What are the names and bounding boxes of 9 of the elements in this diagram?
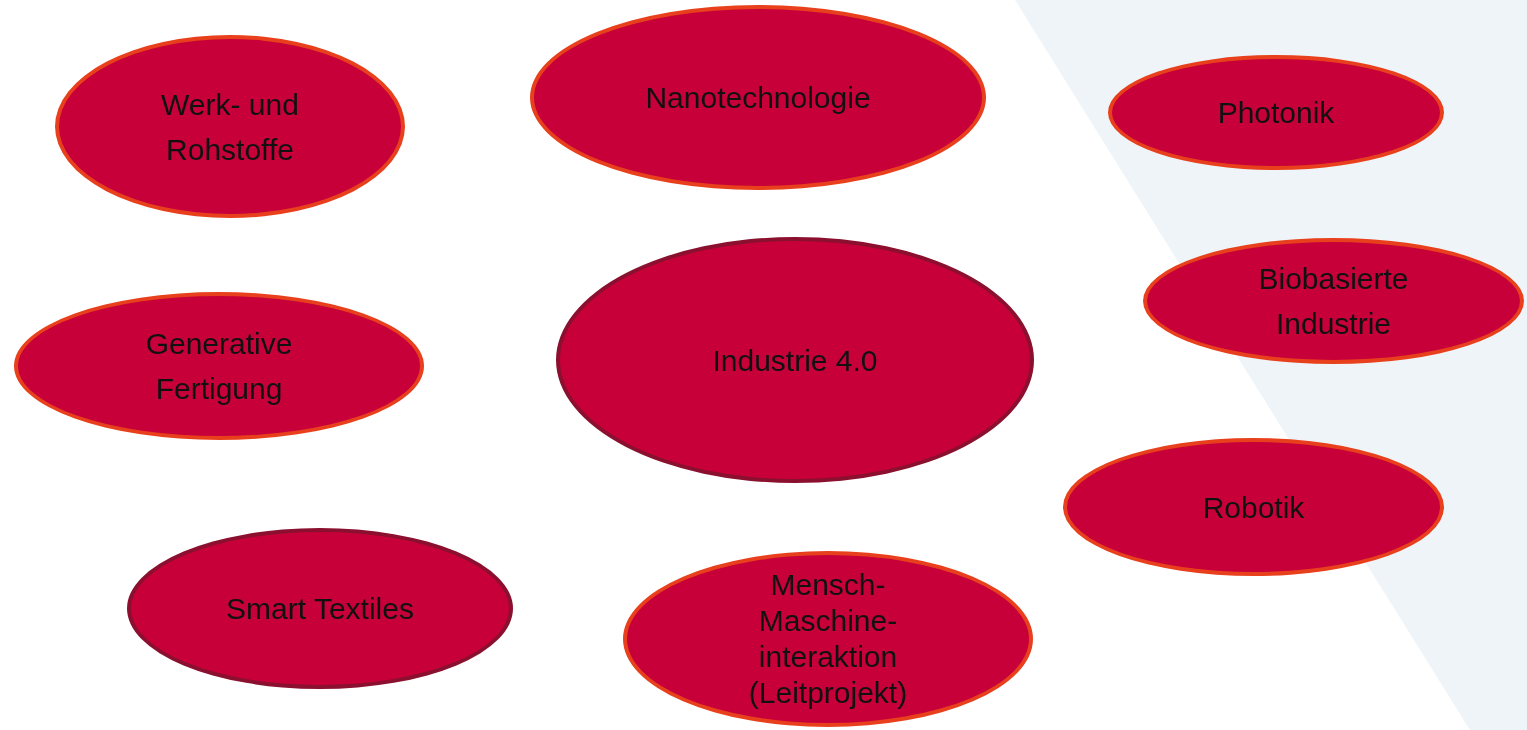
topic-label: Biobasierte Industrie	[1257, 261, 1410, 342]
topic-label: Photonik	[1217, 95, 1335, 131]
topic-label: Mensch-Maschine-interaktion (Leitprojekt)	[747, 567, 909, 711]
topic-label: Industrie 4.0	[712, 342, 878, 379]
topic-label: Robotik	[1202, 489, 1305, 526]
topic-label: Nanotechnologie	[645, 80, 871, 116]
topic-label: Smart Textiles	[226, 591, 414, 627]
topic-label: Werk- und Rohstoffe	[160, 86, 300, 168]
topic-label: Generative Fertigung	[144, 326, 294, 407]
